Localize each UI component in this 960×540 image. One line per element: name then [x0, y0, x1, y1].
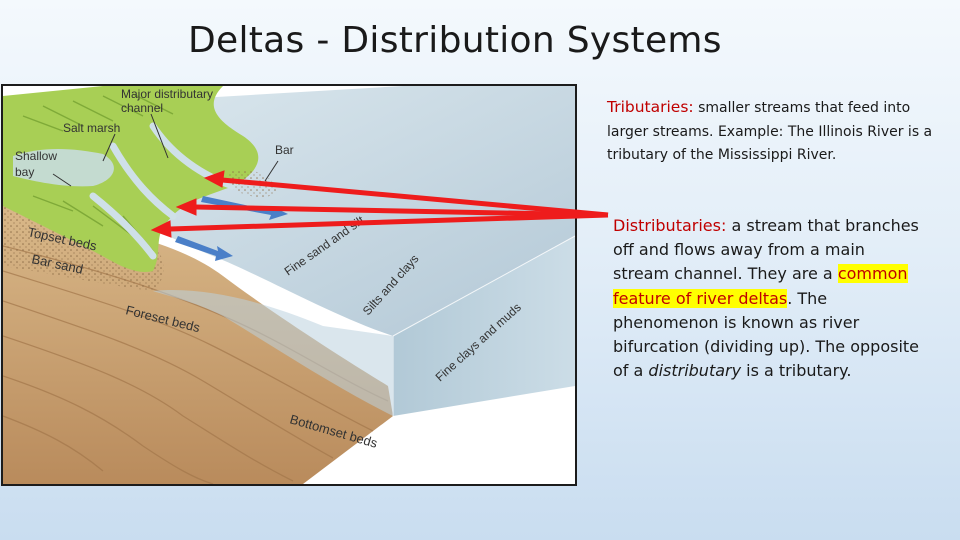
label-bar: Bar [275, 143, 294, 157]
distributaries-term: Distributaries: [613, 216, 727, 235]
tributaries-definition: Tributaries: smaller streams that feed i… [607, 96, 937, 168]
distributaries-text-3: is a tributary. [741, 361, 852, 381]
label-channel: channel [121, 101, 163, 115]
delta-block-illustration: Major distributary channel Salt marsh Sh… [3, 86, 575, 484]
distributaries-text-1: a stream that branches off and flows awa… [613, 216, 919, 284]
tributaries-text: smaller streams that feed into larger st… [607, 100, 933, 163]
label-shallow: Shallow [15, 149, 57, 163]
label-bay: bay [15, 165, 34, 179]
label-salt-marsh: Salt marsh [63, 121, 120, 135]
distributaries-text-2: . The phenomenon is known as river bifur… [613, 288, 920, 381]
distributaries-definition: Distributaries: a stream that branches o… [613, 214, 923, 383]
label-major-distributary: Major distributary [121, 87, 213, 101]
slide-title: Deltas - Distribution Systems [188, 20, 722, 61]
delta-diagram: Major distributary channel Salt marsh Sh… [1, 84, 577, 486]
distributaries-italic: distributary [648, 361, 742, 381]
tributaries-term: Tributaries: [607, 98, 694, 116]
